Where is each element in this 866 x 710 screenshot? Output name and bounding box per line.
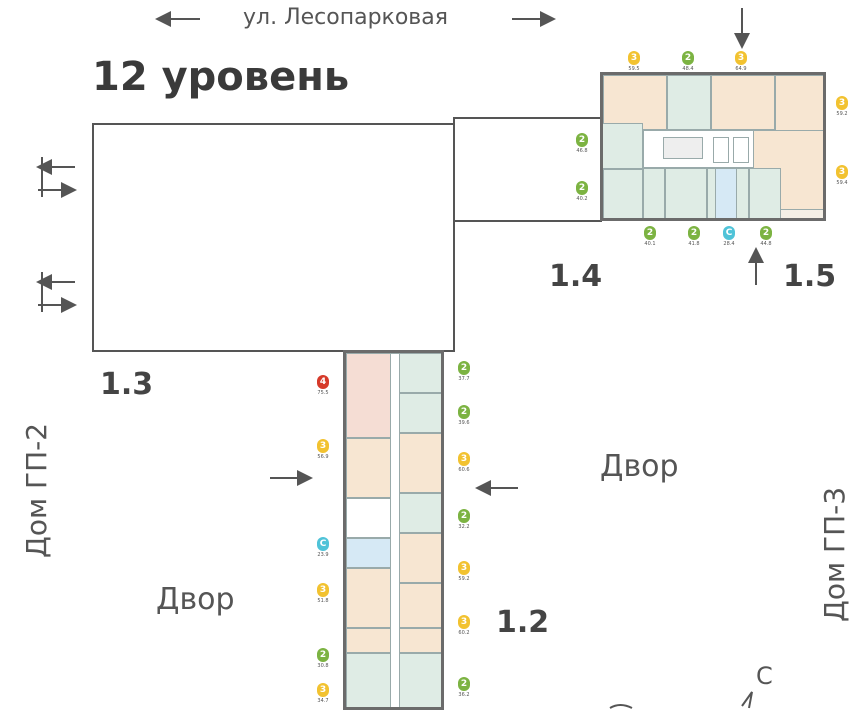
floor-plan-section-1-5[interactable] xyxy=(600,72,826,221)
apartment-room xyxy=(715,168,737,218)
apartment-room xyxy=(346,653,396,707)
apartment-area: 23.9 xyxy=(317,552,329,558)
apartment-room xyxy=(396,533,441,583)
room-count-badge[interactable]: 3 xyxy=(628,51,640,65)
apartment-area: 30.8 xyxy=(317,663,329,669)
room-count-badge[interactable]: С xyxy=(723,226,735,240)
apartment-room xyxy=(603,75,667,130)
room-count-badge[interactable]: 4 xyxy=(317,375,329,389)
room-count-badge[interactable]: 2 xyxy=(458,361,470,375)
apartment-area: 64.9 xyxy=(735,66,747,72)
room-count-badge[interactable]: 3 xyxy=(836,165,848,179)
apartment-area: 40.1 xyxy=(644,241,656,247)
section-1-3-outline xyxy=(92,123,455,352)
floor-plan-section-1-2[interactable] xyxy=(343,350,444,710)
room-count-badge[interactable]: 2 xyxy=(760,226,772,240)
room-count-badge[interactable]: 2 xyxy=(682,51,694,65)
apartment-room xyxy=(346,568,396,628)
room-count-badge[interactable]: 3 xyxy=(836,96,848,110)
room-count-badge[interactable]: 3 xyxy=(458,561,470,575)
house-label-gp2: Дом ГП-2 xyxy=(20,423,53,558)
apartment-area: 59.4 xyxy=(836,180,848,186)
apartment-area: 44.8 xyxy=(760,241,772,247)
room-count-badge[interactable]: 2 xyxy=(688,226,700,240)
apartment-area: 36.2 xyxy=(458,692,470,698)
apartment-room xyxy=(396,393,441,433)
apartment-room xyxy=(663,137,703,159)
yard-label-left: Двор xyxy=(156,582,235,617)
apartment-room xyxy=(346,498,396,538)
street-name: ул. Лесопарковая xyxy=(243,5,448,30)
apartment-area: 59.2 xyxy=(458,576,470,582)
apartment-room xyxy=(346,438,396,498)
apartment-area: 75.5 xyxy=(317,390,329,396)
section-label-1-4: 1.4 xyxy=(549,259,603,294)
apartment-room xyxy=(396,653,441,707)
room-count-badge[interactable]: 2 xyxy=(458,405,470,419)
compass-icon xyxy=(609,691,753,709)
apartment-area: 59.5 xyxy=(628,66,640,72)
room-count-badge[interactable]: 2 xyxy=(644,226,656,240)
apartment-area: 46.8 xyxy=(576,148,588,154)
apartment-room xyxy=(733,137,749,163)
apartment-room xyxy=(396,493,441,533)
apartment-room xyxy=(603,169,643,218)
apartment-room xyxy=(346,353,396,438)
apartment-room xyxy=(749,168,781,218)
room-count-badge[interactable]: С xyxy=(317,537,329,551)
apartment-area: 56.9 xyxy=(317,454,329,460)
apartment-room xyxy=(667,75,711,130)
room-count-badge[interactable]: 2 xyxy=(458,509,470,523)
apartment-room xyxy=(390,353,400,707)
apartment-area: 48.4 xyxy=(682,66,694,72)
apartment-area: 60.2 xyxy=(458,630,470,636)
apartment-area: 40.2 xyxy=(576,196,588,202)
apartment-room xyxy=(603,123,643,169)
apartment-room xyxy=(643,168,665,218)
apartment-area: 32.2 xyxy=(458,524,470,530)
apartment-area: 41.8 xyxy=(688,241,700,247)
level-title: 12 уровень xyxy=(92,54,350,100)
room-count-badge[interactable]: 3 xyxy=(735,51,747,65)
room-count-badge[interactable]: 2 xyxy=(458,677,470,691)
apartment-room xyxy=(713,137,729,163)
apartment-area: 60.6 xyxy=(458,467,470,473)
apartment-room xyxy=(711,75,775,130)
section-label-1-3: 1.3 xyxy=(100,367,154,402)
room-count-badge[interactable]: 3 xyxy=(317,683,329,697)
section-label-1-5: 1.5 xyxy=(783,259,837,294)
section-label-1-2: 1.2 xyxy=(496,605,550,640)
compass-north-label: С xyxy=(756,662,773,690)
room-count-badge[interactable]: 3 xyxy=(458,452,470,466)
room-count-badge[interactable]: 3 xyxy=(317,583,329,597)
apartment-room xyxy=(396,353,441,393)
apartment-area: 28.4 xyxy=(723,241,735,247)
room-count-badge[interactable]: 3 xyxy=(317,439,329,453)
house-label-gp3: Дом ГП-3 xyxy=(818,487,851,622)
yard-label-right: Двор xyxy=(600,449,679,484)
apartment-room xyxy=(665,168,707,218)
room-count-badge[interactable]: 3 xyxy=(458,615,470,629)
apartment-area: 37.7 xyxy=(458,376,470,382)
apartment-area: 59.2 xyxy=(836,111,848,117)
room-count-badge[interactable]: 2 xyxy=(576,133,588,147)
apartment-area: 51.8 xyxy=(317,598,329,604)
room-count-badge[interactable]: 2 xyxy=(576,181,588,195)
apartment-area: 39.6 xyxy=(458,420,470,426)
apartment-area: 34.7 xyxy=(317,698,329,704)
room-count-badge[interactable]: 2 xyxy=(317,648,329,662)
